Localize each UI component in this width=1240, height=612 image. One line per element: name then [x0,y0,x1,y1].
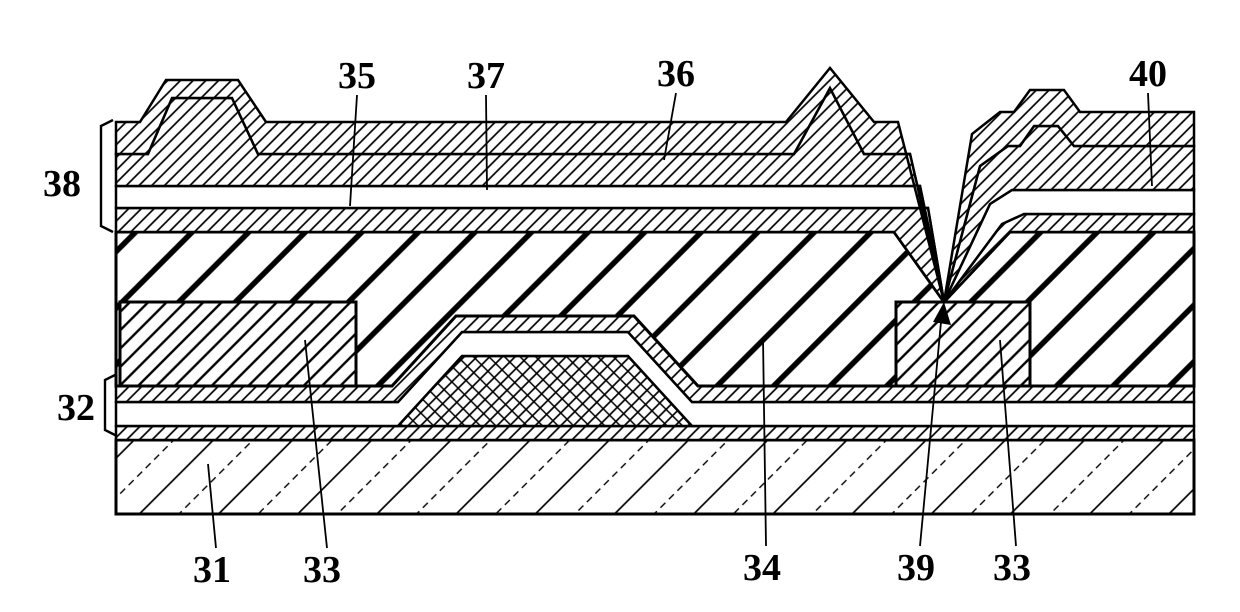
electrode-33-left [118,300,358,388]
label-38: 38 [43,163,81,205]
leader-line-40 [1147,92,1153,187]
label-37: 37 [467,55,505,97]
label-32: 32 [57,387,95,429]
leader-line-33-right [999,339,1017,547]
leader-line-33-left [304,339,328,549]
leader-line-35 [349,94,358,207]
label-33-left: 33 [303,549,341,591]
top-layer-38-40 [114,66,1196,303]
lower-thin-layer-32a [114,424,1196,442]
bracket-32 [103,372,118,438]
contact-arrowhead-39 [933,302,951,325]
label-35: 35 [338,55,376,97]
leader-line-39 [919,321,942,547]
leader-line-36 [663,92,677,161]
bracket-38 [99,118,114,234]
label-34: 34 [743,547,781,589]
label-40: 40 [1129,53,1167,95]
leader-line-37 [485,94,488,191]
substrate-layer-31 [114,438,1196,516]
label-36: 36 [657,53,695,95]
label-31: 31 [193,549,231,591]
label-39: 39 [897,547,935,589]
leader-line-34 [762,337,767,547]
label-33-right: 33 [993,547,1031,589]
leader-line-31 [207,463,217,549]
electrode-33-right [894,300,1032,388]
